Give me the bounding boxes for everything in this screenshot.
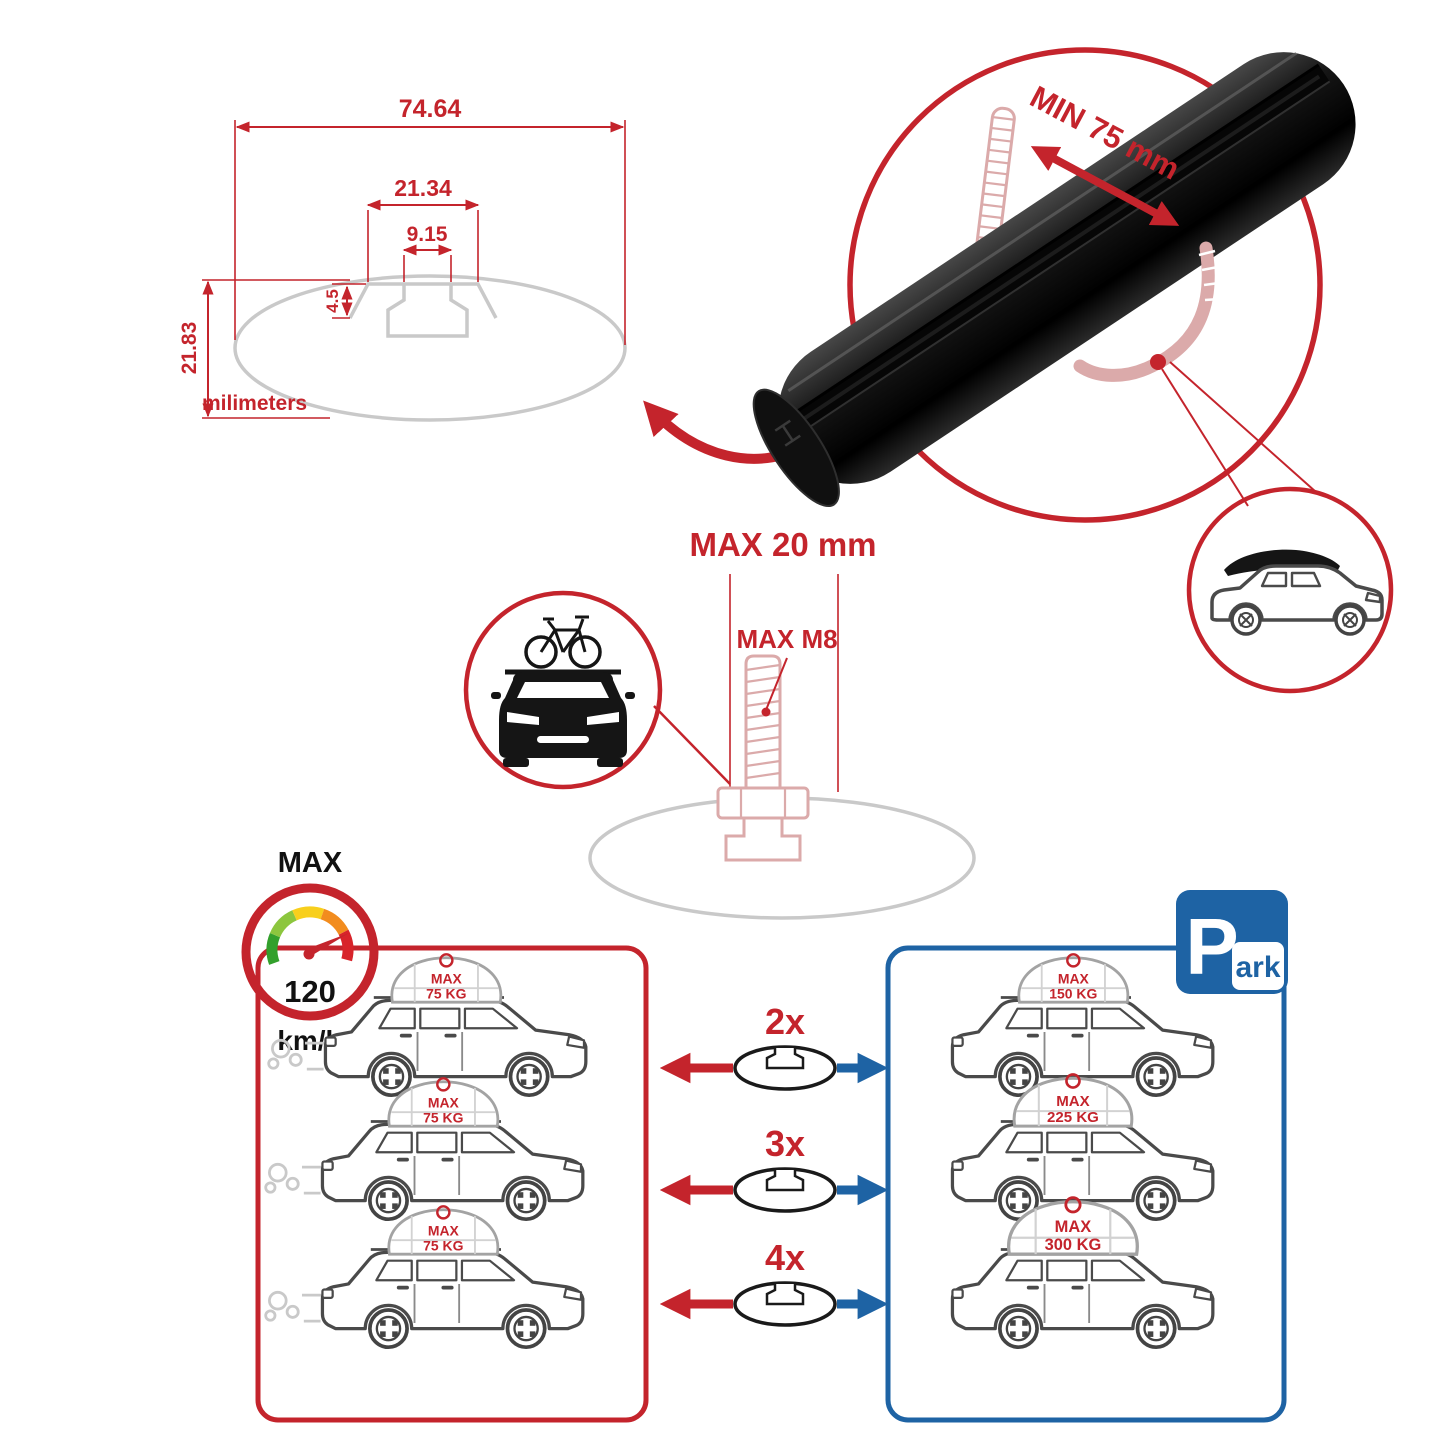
bag-max-label: MAX	[428, 1223, 460, 1239]
bag-max-label: MAX	[431, 971, 463, 987]
parked-car-3: MAX 300 KG	[950, 1196, 1215, 1350]
bar-clamp-detail: MIN 75 mm	[752, 47, 1394, 694]
bag-hook-icon	[439, 953, 454, 968]
speedometer-needle	[306, 933, 349, 959]
multiplier-row-2: 3x	[659, 1123, 889, 1213]
min-clearance-arrow	[1030, 146, 1180, 226]
car	[320, 1119, 585, 1222]
speed-value: 120	[284, 974, 336, 1009]
bag-weight-label: 75 KG	[423, 1109, 463, 1125]
bag-hook-icon	[436, 1077, 451, 1092]
bag-hook-icon	[1064, 1196, 1082, 1214]
roof-cargo-bag: MAX 75 KG	[387, 1077, 500, 1128]
t-slot-channel	[386, 284, 469, 338]
driving-car-3: MAX 75 KG	[264, 1205, 585, 1350]
driving-box	[255, 945, 649, 1423]
bag-max-label: MAX	[1058, 971, 1090, 987]
bolt-spec: MAX 20 mm MAX M8	[463, 526, 976, 920]
bag-hook-icon	[436, 1205, 451, 1220]
bag-max-label: MAX	[1055, 1218, 1092, 1236]
clamp-contact-dot	[1150, 354, 1166, 370]
dim-channel-inner: 9.15	[407, 223, 448, 246]
vehicle-bubble	[1186, 486, 1394, 694]
park-sign: P ark	[1176, 890, 1288, 994]
parked-car-2: MAX 225 KG	[950, 1073, 1215, 1222]
dim-total-width: 74.64	[399, 95, 462, 123]
bar-profile-ellipse	[233, 274, 627, 422]
roof-cargo-bag: MAX 75 KG	[387, 1205, 500, 1256]
roof-cargo-bag: MAX 300 KG	[1006, 1196, 1139, 1256]
bag-weight-label: 75 KG	[423, 1237, 463, 1253]
unit-label: milimeters	[202, 392, 307, 415]
bike-car-bubble	[463, 590, 663, 790]
suv-with-roof-box	[1210, 549, 1384, 636]
multiplier-label: 4x	[765, 1237, 805, 1278]
park-sign-suffix: ark	[1235, 951, 1280, 984]
driving-car-2: MAX 75 KG	[264, 1077, 585, 1222]
bike-wheel-icon	[524, 635, 558, 669]
car	[320, 1247, 585, 1350]
bag-weight-label: 300 KG	[1045, 1236, 1102, 1254]
dim-channel-outer: 21.34	[394, 175, 452, 201]
bar-end-cap	[752, 388, 840, 508]
clamp-hook	[1073, 241, 1221, 382]
bike-wheel-icon	[568, 635, 602, 669]
zoom-circle	[847, 47, 1323, 523]
bag-hook-icon	[1065, 1073, 1081, 1089]
driving-car-1: MAX 75 KG	[267, 953, 588, 1098]
speed-max-label: MAX	[278, 847, 343, 879]
bolt-max-length-label: MAX 20 mm	[689, 526, 876, 563]
bag-weight-label: 75 KG	[426, 985, 466, 1001]
roof-cargo-bag: MAX 150 KG	[1017, 953, 1130, 1004]
bag-weight-label: 225 KG	[1047, 1109, 1099, 1126]
multiplier-row-1: 2x	[659, 1001, 889, 1091]
bag-hook-icon	[1066, 953, 1081, 968]
multiplier-row-3: 4x	[659, 1237, 889, 1327]
profile-dimension-drawing: 74.64 21.34 9.15 4.5 21.83 milimeters	[178, 95, 627, 422]
car-front-with-bike	[491, 615, 635, 767]
parked-car-1: MAX 150 KG	[950, 953, 1215, 1098]
multiplier-label: 3x	[765, 1123, 805, 1164]
bag-weight-label: 150 KG	[1049, 985, 1097, 1001]
bag-max-label: MAX	[428, 1095, 460, 1111]
car	[323, 995, 588, 1098]
roof-cargo-bag: MAX 75 KG	[390, 953, 503, 1004]
bolt-max-thread-label: MAX M8	[736, 624, 837, 654]
bag-max-label: MAX	[1056, 1093, 1089, 1110]
dim-channel-depth: 4.5	[323, 289, 342, 313]
mounting-bolt	[716, 654, 810, 862]
speedometer-icon	[241, 883, 379, 1021]
car	[950, 1247, 1215, 1350]
park-sign-letter: P	[1185, 902, 1238, 991]
multiplier-label: 2x	[765, 1001, 805, 1042]
roof-cargo-bag: MAX 225 KG	[1012, 1073, 1134, 1128]
dim-total-height: 21.83	[178, 322, 201, 375]
